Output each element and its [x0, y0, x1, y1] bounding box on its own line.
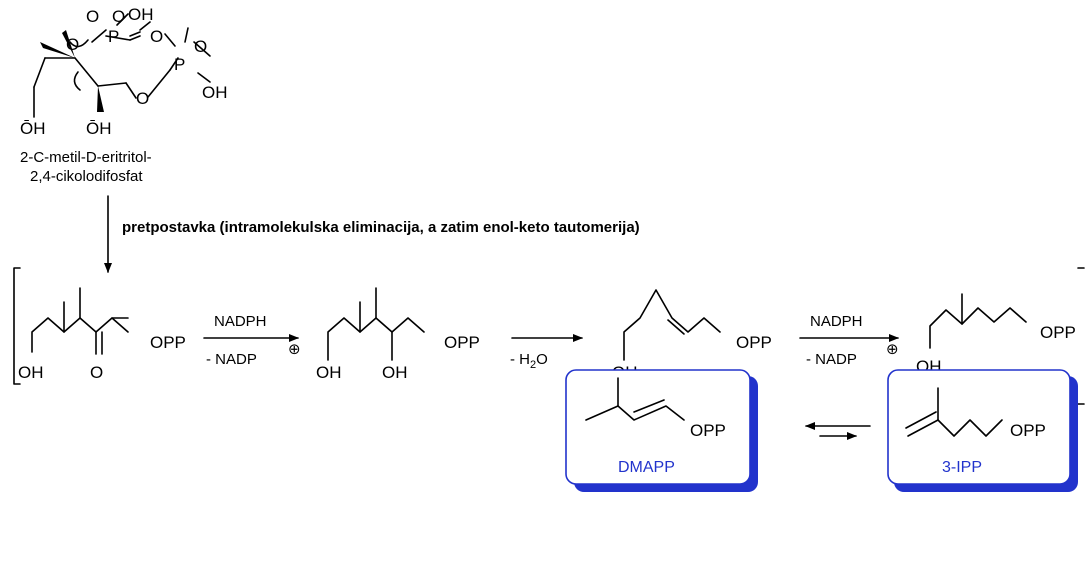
ipp-label: 3-IPP [942, 459, 982, 476]
int2-opp: OPP [444, 333, 480, 352]
start-caption-line2: 2,4-cikolodifosfat [30, 168, 143, 185]
step2-reagent-top: NADPH [214, 313, 267, 330]
left-bracket [13, 267, 21, 385]
start-atom-p2: P [174, 55, 185, 74]
int1-o: O [90, 363, 103, 382]
intermediate4-structure [929, 293, 1027, 349]
ipp-box [887, 369, 1071, 485]
step1-condition: pretpostavka (intramolekulska eliminacij… [122, 219, 640, 236]
int4-opp: OPP [1040, 323, 1076, 342]
dmapp-structure [585, 377, 685, 421]
start-atom-o4: O [150, 27, 163, 46]
step4-reagent-top: NADPH [810, 313, 863, 330]
right-bracket [1077, 267, 1085, 405]
dmapp-opp: OPP [690, 421, 726, 440]
start-atom-o5: O [194, 37, 207, 56]
start-atom-oh4: ŌH [86, 119, 112, 138]
ipp-opp: OPP [1010, 421, 1046, 440]
start-atom-o3: O [66, 35, 79, 54]
intermediate2-structure [327, 287, 425, 361]
start-compound-structure [33, 13, 211, 118]
start-atom-o2: O [112, 7, 125, 26]
dmapp-box [565, 369, 751, 485]
int3-opp: OPP [736, 333, 772, 352]
start-atom-oh1: OH [128, 5, 154, 24]
start-atom-oh2: OH [202, 83, 228, 102]
step2-reagent-bottom: - NADP [206, 351, 257, 368]
step2-plus: ⊕ [288, 341, 301, 358]
start-atom-oh3: ŌH [20, 119, 46, 138]
int2-oh1: OH [316, 363, 342, 382]
dmapp-label: DMAPP [618, 459, 675, 476]
start-atom-p1: P [108, 27, 119, 46]
int2-oh2: OH [382, 363, 408, 382]
ipp-structure [905, 387, 1003, 437]
intermediate1-structure [31, 287, 129, 355]
start-caption-line1: 2-C-metil-D-eritritol- [20, 149, 152, 166]
start-atom-o6: O [136, 89, 149, 108]
intermediate3-structure [623, 289, 721, 361]
int1-oh: OH [18, 363, 44, 382]
step4-plus: ⊕ [886, 341, 899, 358]
step4-reagent-bottom: - NADP [806, 351, 857, 368]
start-atom-o1: O [86, 7, 99, 26]
int1-opp: OPP [150, 333, 186, 352]
step3-condition: - H2O [510, 351, 548, 371]
